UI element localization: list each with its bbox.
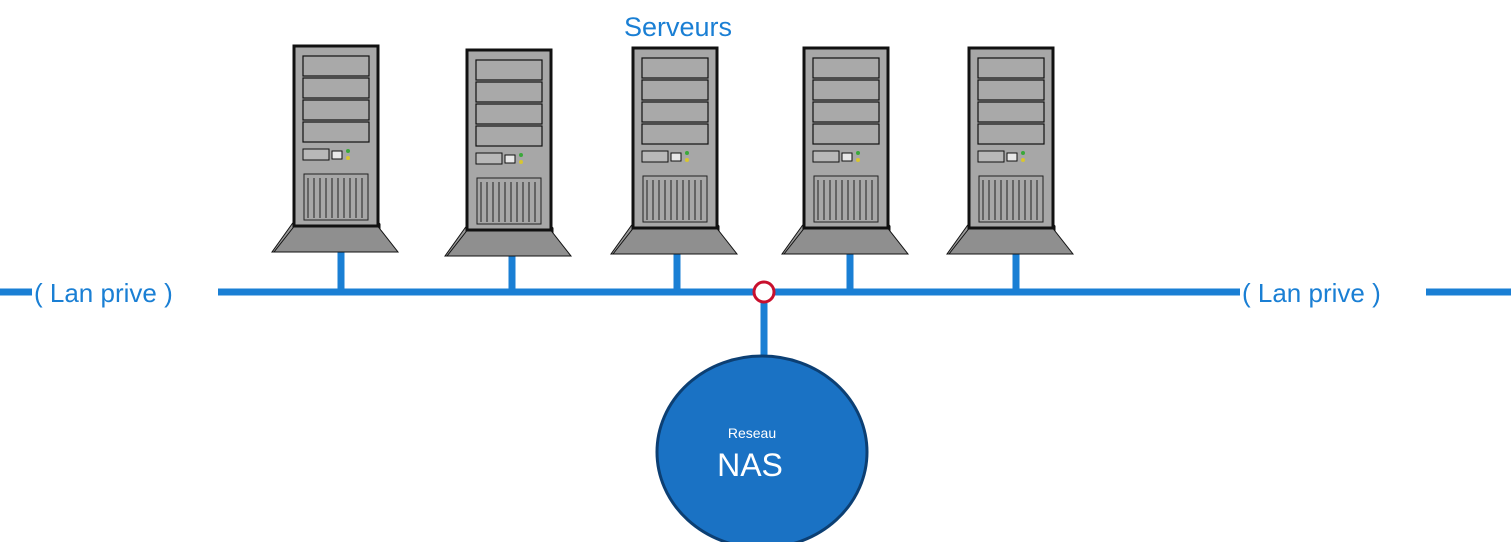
server-tower-icon — [443, 48, 573, 258]
lan-right-label: ( Lan prive ) — [1242, 278, 1381, 308]
server-4 — [780, 46, 910, 256]
nas-storage-icon — [655, 354, 869, 542]
diagram-title: Serveurs — [624, 12, 732, 42]
server-tower-icon — [780, 46, 910, 256]
server-5 — [945, 46, 1075, 256]
server-2 — [443, 48, 573, 258]
server-3 — [609, 46, 739, 256]
server-tower-icon — [945, 46, 1075, 256]
server-drop-lines — [337, 250, 1020, 292]
lan-right-label-bg — [1240, 276, 1426, 306]
nas-small-label: Reseau — [728, 425, 776, 441]
server-1 — [270, 44, 400, 254]
server-tower-icon — [609, 46, 739, 256]
lan-left-label-bg — [32, 276, 218, 306]
lan-left-label: ( Lan prive ) — [34, 278, 173, 308]
nas-big-label: NAS — [717, 447, 783, 483]
server-tower-icon — [270, 44, 400, 254]
junction-node-icon — [752, 280, 776, 304]
